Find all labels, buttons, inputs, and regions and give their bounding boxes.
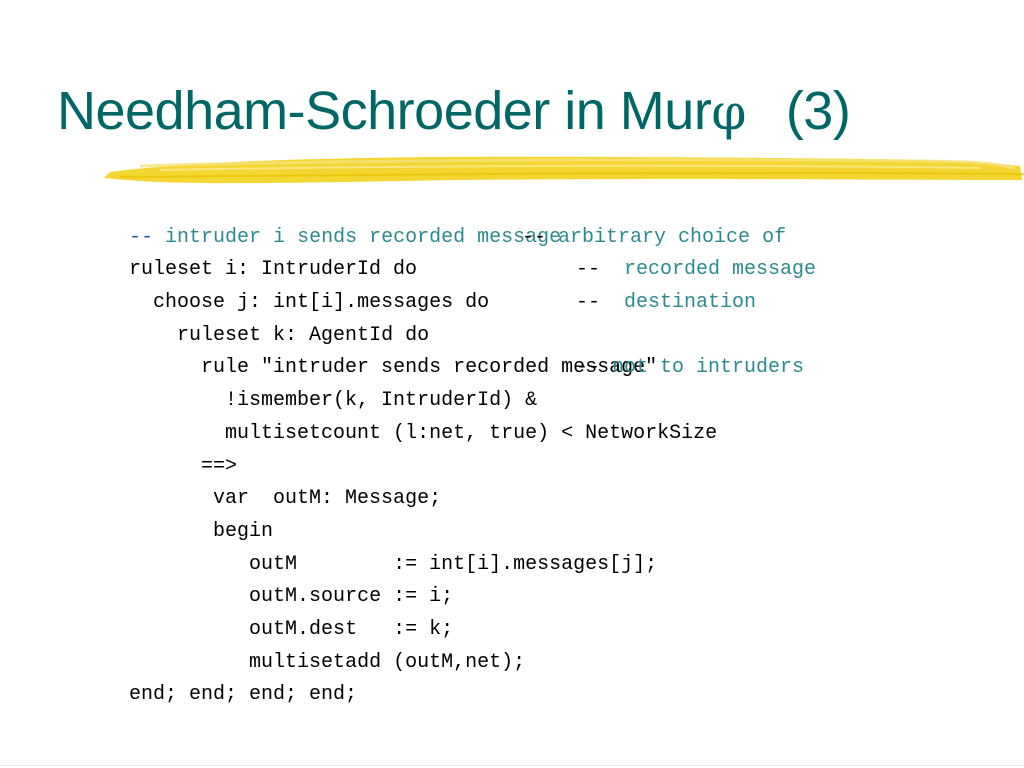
code-text: multisetadd (outM,net); [249, 650, 526, 674]
slide-title: Needham-Schroeder in Murφ (3) [57, 80, 851, 142]
code-comment: not to intruders [612, 356, 805, 380]
code-text: ruleset i: IntruderId do [129, 258, 418, 282]
code-line-10: begin [57, 483, 717, 543]
code-line-8: ==> [57, 418, 717, 478]
comment-dashes: -- [129, 225, 154, 249]
title-text: Needham-Schroeder in Mur [57, 81, 712, 141]
code-line-4: ruleset k: AgentId do -- destination [57, 287, 756, 347]
code-text: ruleset k: AgentId do [177, 323, 430, 347]
code-line-3: choose j: int[i].messages do -- recorded… [57, 254, 816, 314]
code-line-6: !ismember(k, IntruderId) & -- not to int… [57, 352, 804, 412]
code-block: -- intruder i sends recorded message rul… [57, 189, 816, 707]
code-comment: destination [624, 291, 757, 315]
code-text: ==> [201, 454, 238, 478]
code-text: outM.dest := k; [249, 617, 454, 641]
comment-dashes: -- [576, 258, 601, 282]
code-line-9: var outM: Message; [57, 451, 717, 510]
phi-symbol: φ [711, 83, 746, 141]
code-line-11: outM := int[i].messages[j]; [57, 516, 717, 576]
code-comment: arbitrary choice of [558, 225, 787, 249]
highlighter-stroke [104, 156, 1024, 184]
code-text: outM := int[i].messages[j]; [249, 552, 658, 576]
code-text: var outM: Message; [213, 487, 442, 511]
code-line-14: multisetadd (outM,net); [57, 614, 717, 674]
code-text: end; end; end; end; [129, 683, 358, 707]
code-comment: recorded message [624, 258, 817, 282]
code-line-1: -- intruder i sends recorded message [57, 189, 717, 249]
code-line-15: end; end; end; end; [57, 647, 717, 706]
comment-dashes: -- [576, 356, 601, 380]
code-comment: intruder i sends recorded message [165, 225, 562, 249]
code-text: multisetcount (l:net, true) < NetworkSiz… [225, 421, 718, 445]
bottom-divider [0, 765, 1024, 766]
slide-number: (3) [785, 81, 851, 141]
code-text: outM.source := i; [249, 585, 454, 609]
code-line-7: multisetcount (l:net, true) < NetworkSiz… [57, 385, 717, 445]
comment-dashes: -- [522, 225, 547, 249]
code-line-2: ruleset i: IntruderId do -- arbitrary ch… [57, 222, 786, 282]
code-line-12: outM.source := i; [57, 549, 717, 608]
code-text: choose j: int[i].messages do [153, 291, 490, 315]
code-text: begin [213, 519, 274, 543]
code-line-13: outM.dest := k; [57, 581, 717, 641]
code-line-5: rule "intruder sends recorded message" [57, 320, 717, 379]
comment-dashes: -- [576, 291, 601, 315]
code-text: !ismember(k, IntruderId) & [225, 389, 538, 413]
code-text: rule "intruder sends recorded message" [201, 356, 658, 380]
